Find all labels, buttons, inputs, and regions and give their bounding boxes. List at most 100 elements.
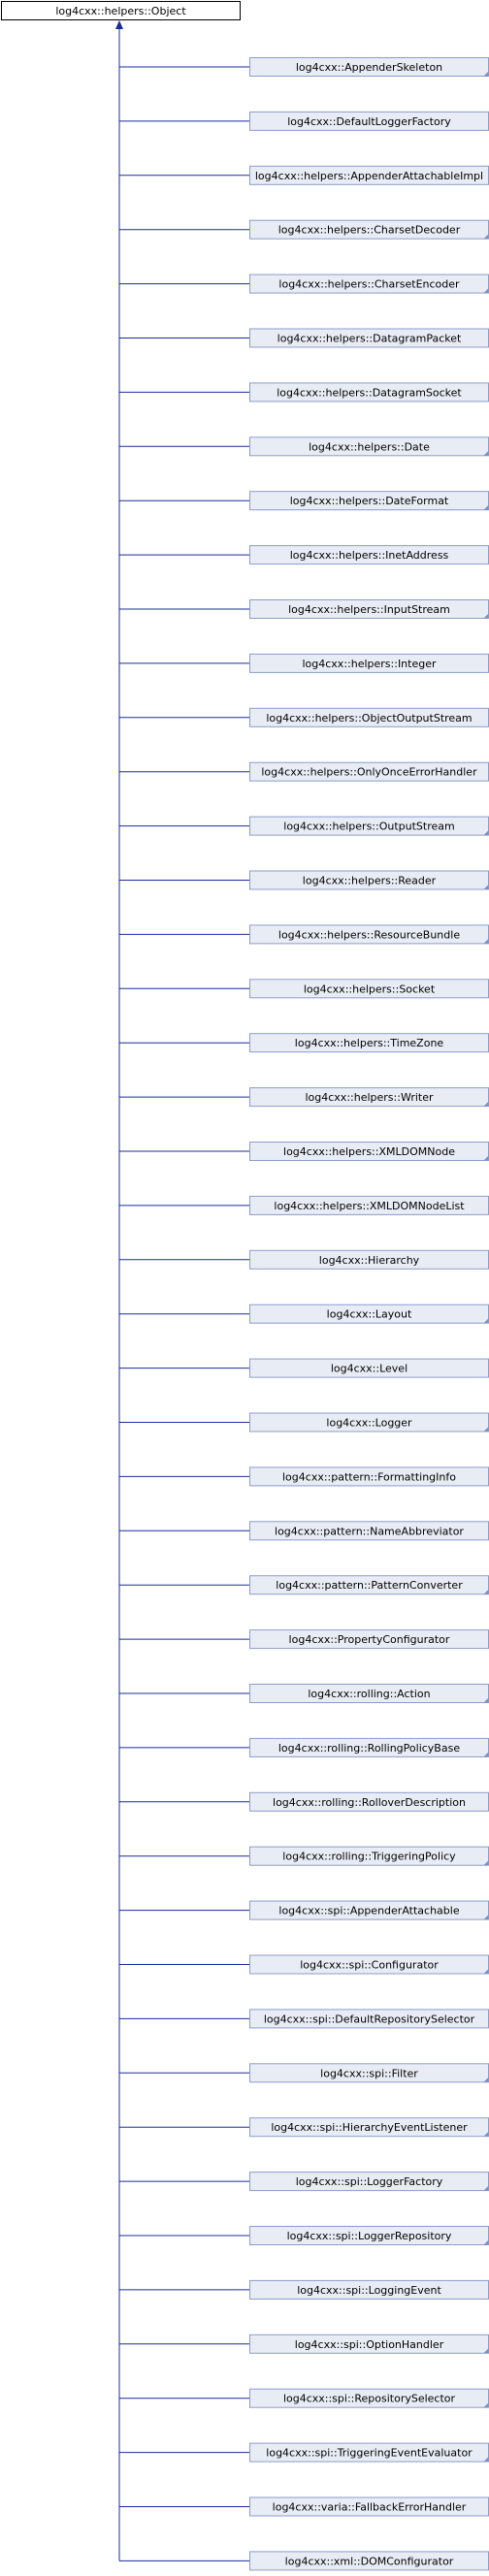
more-subclasses-corner-icon <box>483 1752 489 1757</box>
class-node[interactable]: log4cxx::Logger <box>249 1412 489 1433</box>
root-node-label: log4cxx::helpers::Object <box>55 5 186 17</box>
class-node-label: log4cxx::helpers::ResourceBundle <box>278 928 460 941</box>
class-node-label: log4cxx::helpers::ObjectOutputStream <box>266 712 472 724</box>
class-node[interactable]: log4cxx::varia::FallbackErrorHandler <box>249 2496 489 2517</box>
class-node[interactable]: log4cxx::spi::LoggingEvent <box>249 2279 489 2300</box>
class-node[interactable]: log4cxx::xml::DOMConfigurator <box>249 2551 489 2571</box>
class-node[interactable]: log4cxx::Level <box>249 1358 489 1378</box>
class-node-label: log4cxx::spi::LoggerFactory <box>296 2175 443 2188</box>
more-subclasses-corner-icon <box>483 71 489 77</box>
class-node[interactable]: log4cxx::pattern::NameAbbreviator <box>249 1521 489 1541</box>
class-node[interactable]: log4cxx::rolling::RolloverDescription <box>249 1791 489 1812</box>
class-node-label: log4cxx::varia::FallbackErrorHandler <box>273 2501 467 2514</box>
class-node[interactable]: log4cxx::pattern::PatternConverter <box>249 1575 489 1595</box>
class-node[interactable]: log4cxx::rolling::RollingPolicyBase <box>249 1737 489 1757</box>
class-node-label: log4cxx::helpers::OutputStream <box>283 821 454 833</box>
class-node[interactable]: log4cxx::Layout <box>249 1304 489 1324</box>
class-node[interactable]: log4cxx::rolling::Action <box>249 1684 489 1703</box>
class-node[interactable]: log4cxx::helpers::Reader <box>249 870 489 890</box>
more-subclasses-corner-icon <box>483 2402 489 2408</box>
class-node[interactable]: log4cxx::spi::LoggerFactory <box>249 2172 489 2192</box>
class-node[interactable]: log4cxx::helpers::Date <box>249 436 489 457</box>
more-subclasses-corner-icon <box>483 1860 489 1866</box>
class-node[interactable]: log4cxx::DefaultLoggerFactory <box>249 111 489 131</box>
class-node-label: log4cxx::helpers::CharsetEncoder <box>278 278 460 291</box>
class-node-label: log4cxx::helpers::InetAddress <box>290 549 449 562</box>
class-node[interactable]: log4cxx::helpers::XMLDOMNode <box>249 1142 489 1161</box>
class-node[interactable]: log4cxx::helpers::DatagramSocket <box>249 382 489 402</box>
class-node-label: log4cxx::pattern::NameAbbreviator <box>275 1525 464 1537</box>
class-node[interactable]: log4cxx::spi::OptionHandler <box>249 2334 489 2354</box>
class-node[interactable]: log4cxx::helpers::OutputStream <box>249 816 489 836</box>
edges-group <box>115 20 250 2561</box>
class-node-label: log4cxx::xml::DOMConfigurator <box>285 2555 454 2567</box>
more-subclasses-corner-icon <box>483 1318 489 1324</box>
more-subclasses-corner-icon <box>483 234 489 240</box>
class-node[interactable]: log4cxx::spi::TriggeringEventEvaluator <box>249 2442 489 2463</box>
class-node-label: log4cxx::spi::AppenderAttachable <box>278 1905 459 1917</box>
more-subclasses-corner-icon <box>483 1915 489 1920</box>
more-subclasses-corner-icon <box>483 2457 489 2463</box>
class-node[interactable]: log4cxx::helpers::XMLDOMNodeList <box>249 1195 489 1215</box>
class-node-label: log4cxx::pattern::PatternConverter <box>276 1579 463 1592</box>
class-node[interactable]: log4cxx::helpers::InputStream <box>249 599 489 619</box>
class-node[interactable]: log4cxx::helpers::DateFormat <box>249 491 489 511</box>
class-node-label: log4cxx::helpers::OnlyOnceErrorHandler <box>261 766 477 779</box>
class-node[interactable]: log4cxx::helpers::ResourceBundle <box>249 924 489 945</box>
class-node[interactable]: log4cxx::helpers::ObjectOutputStream <box>249 707 489 727</box>
class-node[interactable]: log4cxx::spi::HierarchyEventListener <box>249 2117 489 2138</box>
class-node[interactable]: log4cxx::PropertyConfigurator <box>249 1629 489 1650</box>
more-subclasses-corner-icon <box>483 830 489 836</box>
class-node-label: log4cxx::helpers::TimeZone <box>295 1037 444 1049</box>
class-node[interactable]: log4cxx::helpers::CharsetDecoder <box>249 219 489 240</box>
class-node-label: log4cxx::helpers::DateFormat <box>290 495 449 507</box>
inheritance-arrowhead <box>115 20 123 29</box>
class-node[interactable]: log4cxx::pattern::FormattingInfo <box>249 1466 489 1487</box>
class-node[interactable]: log4cxx::helpers::OnlyOnceErrorHandler <box>249 761 489 782</box>
class-node[interactable]: log4cxx::spi::Filter <box>249 2063 489 2083</box>
more-subclasses-corner-icon <box>483 1969 489 1974</box>
more-subclasses-corner-icon <box>483 2077 489 2082</box>
child-nodes-group: log4cxx::AppenderSkeletonlog4cxx::Defaul… <box>249 57 489 2571</box>
more-subclasses-corner-icon <box>483 2185 489 2191</box>
class-node[interactable]: log4cxx::helpers::Writer <box>249 1087 489 1108</box>
class-node-label: log4cxx::spi::OptionHandler <box>295 2338 444 2351</box>
class-node[interactable]: log4cxx::spi::LoggerRepository <box>249 2226 489 2245</box>
class-node-label: log4cxx::DefaultLoggerFactory <box>287 115 451 128</box>
class-node-label: log4cxx::helpers::InputStream <box>288 603 450 616</box>
class-node-label: log4cxx::Level <box>331 1363 408 1375</box>
class-node[interactable]: log4cxx::helpers::TimeZone <box>249 1033 489 1053</box>
class-node-label: log4cxx::Layout <box>327 1308 412 1321</box>
class-node-label: log4cxx::helpers::AppenderAttachableImpl <box>255 170 483 182</box>
class-node[interactable]: log4cxx::spi::Configurator <box>249 1954 489 1975</box>
class-node[interactable]: log4cxx::helpers::CharsetEncoder <box>249 274 489 294</box>
root-node[interactable]: log4cxx::helpers::Object <box>1 1 241 20</box>
class-node[interactable]: log4cxx::helpers::DatagramPacket <box>249 328 489 348</box>
class-node[interactable]: log4cxx::rolling::TriggeringPolicy <box>249 1846 489 1866</box>
class-node-label: log4cxx::pattern::FormattingInfo <box>282 1470 456 1483</box>
class-node[interactable]: log4cxx::spi::AppenderAttachable <box>249 1900 489 1920</box>
class-node-label: log4cxx::PropertyConfigurator <box>289 1633 450 1646</box>
class-node-label: log4cxx::helpers::Date <box>309 440 430 453</box>
more-subclasses-corner-icon <box>483 1427 489 1432</box>
class-node[interactable]: log4cxx::helpers::Socket <box>249 979 489 999</box>
class-node[interactable]: log4cxx::Hierarchy <box>249 1249 489 1270</box>
class-node-label: log4cxx::Logger <box>326 1417 412 1430</box>
class-node-label: log4cxx::spi::Filter <box>320 2067 418 2079</box>
class-node[interactable]: log4cxx::helpers::AppenderAttachableImpl <box>249 165 489 185</box>
class-node-label: log4cxx::spi::LoggerRepository <box>287 2230 452 2242</box>
class-node-label: log4cxx::spi::Configurator <box>300 1959 439 1972</box>
class-node[interactable]: log4cxx::helpers::Integer <box>249 653 489 673</box>
class-node-label: log4cxx::spi::RepositorySelector <box>283 2393 456 2405</box>
more-subclasses-corner-icon <box>483 2239 489 2245</box>
class-node[interactable]: log4cxx::spi::DefaultRepositorySelector <box>249 2009 489 2029</box>
class-node-label: log4cxx::helpers::XMLDOMNode <box>283 1145 455 1158</box>
class-node[interactable]: log4cxx::AppenderSkeleton <box>249 57 489 77</box>
class-node-label: log4cxx::helpers::Socket <box>304 982 436 995</box>
class-node[interactable]: log4cxx::spi::RepositorySelector <box>249 2388 489 2408</box>
class-node-label: log4cxx::helpers::DatagramPacket <box>277 333 462 345</box>
class-node[interactable]: log4cxx::helpers::InetAddress <box>249 545 489 565</box>
more-subclasses-corner-icon <box>483 938 489 944</box>
class-node-label: log4cxx::helpers::Integer <box>302 658 437 670</box>
root-node-box <box>1 1 241 20</box>
